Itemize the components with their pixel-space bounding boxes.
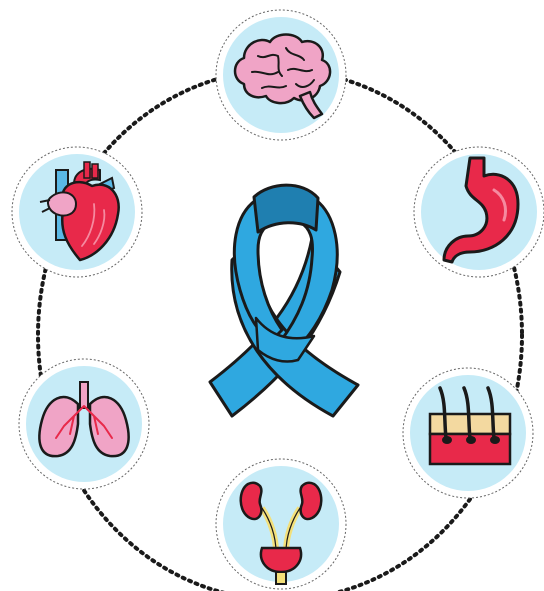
lungs-badge xyxy=(19,359,149,489)
heart-badge xyxy=(12,147,142,277)
skin-badge xyxy=(403,368,533,498)
stomach-badge xyxy=(414,147,544,277)
awareness-ribbon-icon xyxy=(210,185,358,416)
kidney-bladder-badge xyxy=(216,459,346,589)
brain-badge xyxy=(216,10,346,140)
